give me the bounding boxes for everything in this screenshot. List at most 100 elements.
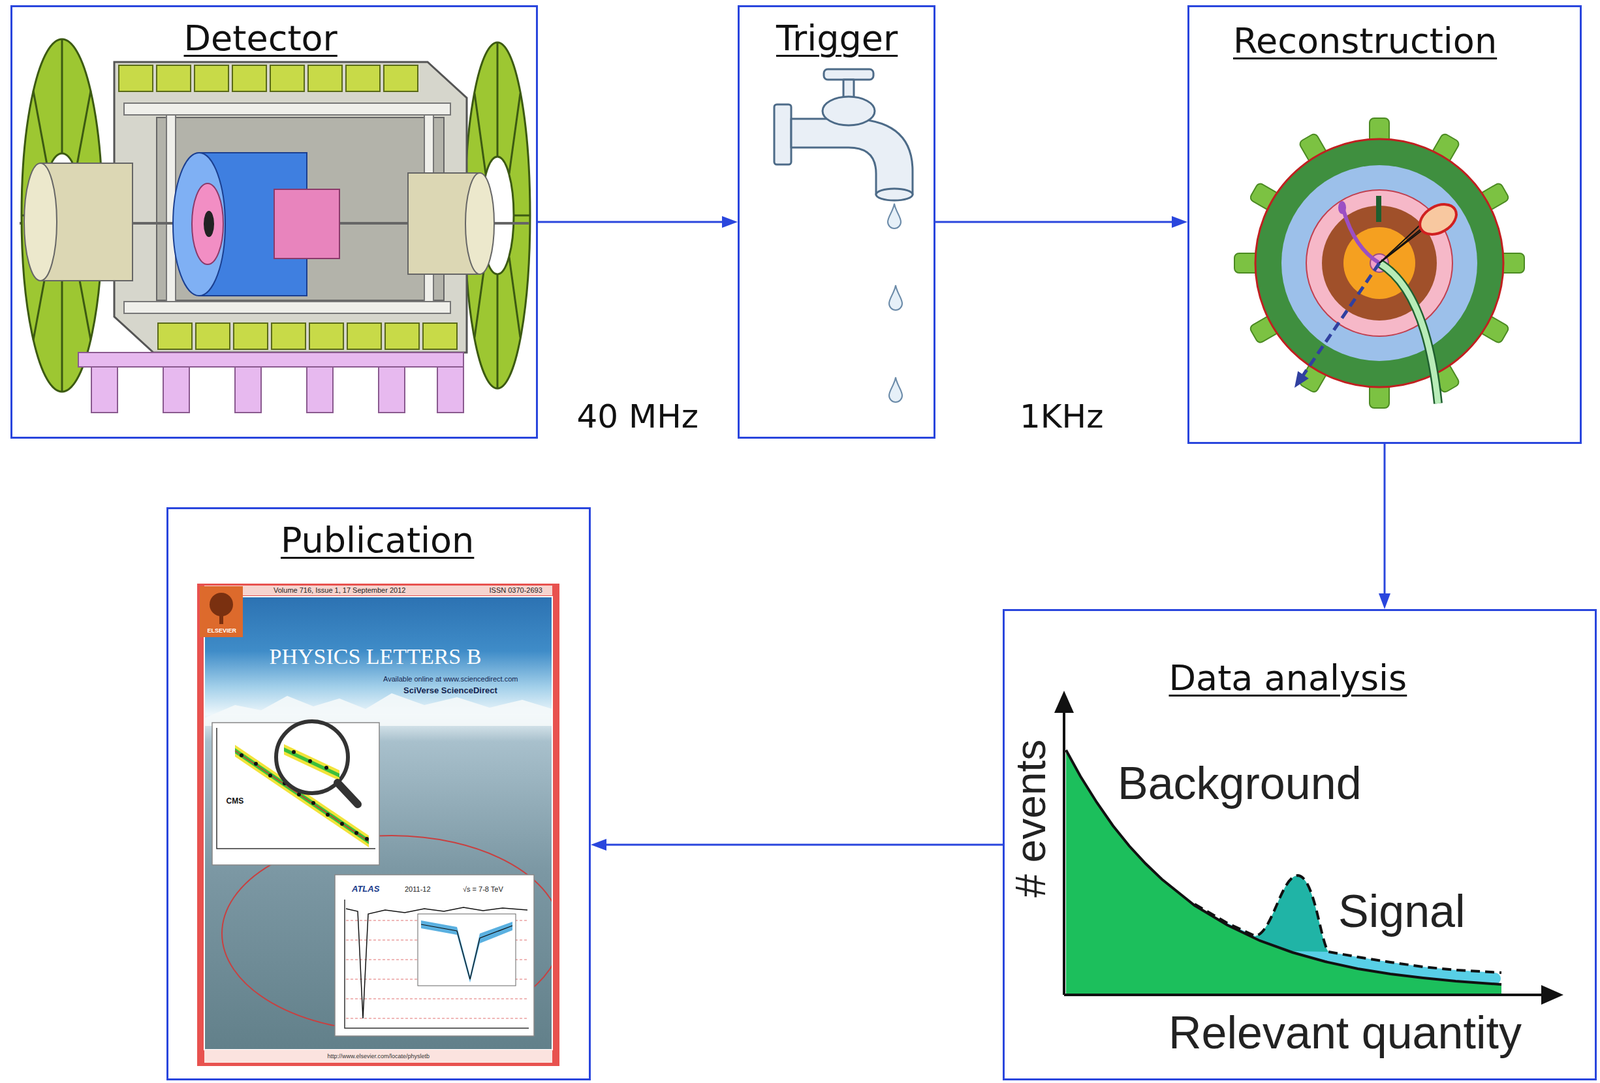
plot-inset (325, 812, 330, 817)
detector-cross-section (1379, 225, 1420, 264)
barrel-structure (156, 65, 191, 92)
plot-inset (421, 920, 513, 983)
tap-icon (823, 69, 874, 80)
cover-text: Volume 716, Issue 1, 17 September 2012 (273, 586, 406, 595)
signal-plot (1066, 750, 1502, 985)
tap-icon (822, 96, 875, 126)
edge-label: 1KHz (1017, 398, 1106, 437)
barrel-structure (157, 323, 192, 350)
stage-box: PublicationVolume 716, Issue 1, 17 Septe… (166, 507, 591, 1081)
curve-label: Signal (1338, 885, 1466, 939)
barrel-structure (156, 117, 444, 301)
journal-title: PHYSICS LETTERS B (269, 643, 482, 670)
endcap-wheel (509, 93, 521, 174)
stage-heading: Trigger (776, 18, 898, 59)
signal-plot (1062, 708, 1066, 995)
endcap-calorimeter (24, 163, 133, 281)
barrel-structure (233, 323, 268, 350)
publisher-logo-text: ELSEVIER (207, 627, 237, 634)
plot-inset (344, 899, 529, 1029)
support-feet (163, 366, 190, 413)
plot-label: 2011-12 (404, 885, 431, 894)
barrel-structure (308, 65, 343, 92)
tap-icon (774, 69, 913, 201)
barrel-structure (124, 301, 451, 314)
detector-cross-section (1343, 210, 1380, 264)
endcap-wheel (509, 257, 521, 338)
stage-box: Detector (10, 5, 538, 439)
journal-cover (219, 613, 224, 625)
plot-inset (324, 765, 329, 770)
journal-cover (197, 583, 562, 1067)
plot-label: CMS (226, 797, 245, 807)
water-drop (889, 285, 903, 311)
detector-cross-section (1379, 263, 1439, 404)
plot-inset (291, 750, 329, 770)
flow-arrow (1383, 443, 1386, 602)
plot-inset (283, 747, 340, 778)
detector-cross-section (1379, 263, 1439, 404)
journal-cover (197, 583, 560, 1067)
endcap-wheel (464, 42, 531, 389)
plot-inset (417, 913, 516, 986)
barrel-structure (191, 183, 224, 265)
endcap-wheel (474, 93, 486, 174)
stage-heading: Reconstruction (1233, 20, 1497, 62)
barrel-structure (271, 323, 306, 350)
endcap-wheel (496, 42, 499, 157)
signal-plot (1064, 993, 1544, 997)
stage-box: Reconstruction (1187, 5, 1582, 444)
plot-inset (239, 753, 244, 758)
detector-cross-section (1338, 201, 1347, 215)
barrel-structure (194, 65, 229, 92)
plot-inset (212, 721, 380, 865)
signal-plot (1054, 690, 1074, 713)
plot-inset (354, 831, 359, 835)
barrel-structure (118, 65, 457, 350)
support-feet (78, 352, 464, 413)
endcap-wheel (464, 42, 531, 389)
cover-text: ISSN 0370-2693 (489, 586, 543, 595)
water-drop (887, 203, 903, 403)
signal-plot (1054, 690, 1564, 1005)
barrel-structure (465, 172, 495, 275)
cover-text: http://www.elsevier.com/locate/physletb (327, 1052, 431, 1060)
axis-label: Relevant quantity (1168, 1006, 1522, 1060)
detector-cross-section (1376, 195, 1382, 222)
journal-cover (204, 596, 553, 1050)
endcap-wheel (464, 42, 531, 389)
detector-cross-section (1234, 118, 1525, 408)
tap-icon (791, 118, 913, 195)
journal-cover (204, 1049, 553, 1063)
plot-inset (345, 1018, 528, 1020)
plot-inset (364, 836, 369, 841)
journal-cover (199, 586, 243, 638)
flow-arrow (598, 844, 1003, 847)
water-drop (889, 377, 903, 403)
barrel-structure (203, 210, 215, 237)
stage-heading: Publication (280, 520, 474, 561)
plot-inset (308, 759, 313, 764)
plot-inset (268, 773, 273, 778)
journal-cover (204, 596, 553, 1050)
stage-heading: Detector (184, 18, 338, 59)
detector-cross-section (1300, 263, 1380, 380)
axis-label: # events (1007, 739, 1056, 898)
plot-inset (283, 744, 340, 781)
cover-text: Available online at www.sciencedirect.co… (383, 674, 518, 684)
support-feet (91, 366, 118, 413)
endcap-wheel (33, 90, 49, 172)
plot-label: √s = 7-8 TeV (462, 885, 504, 894)
barrel-structure (309, 323, 344, 350)
support-feet (306, 366, 333, 413)
plot-label: ATLAS (351, 884, 380, 895)
endcap-wheel (61, 277, 64, 392)
endcap-wheel (61, 39, 64, 154)
detector-cross-section (1234, 118, 1525, 408)
signal-plot (1541, 985, 1564, 1005)
barrel-structure (124, 103, 451, 115)
curve-label: Background (1117, 757, 1362, 811)
journal-cover (209, 592, 234, 617)
stage-box: Trigger (737, 5, 936, 439)
